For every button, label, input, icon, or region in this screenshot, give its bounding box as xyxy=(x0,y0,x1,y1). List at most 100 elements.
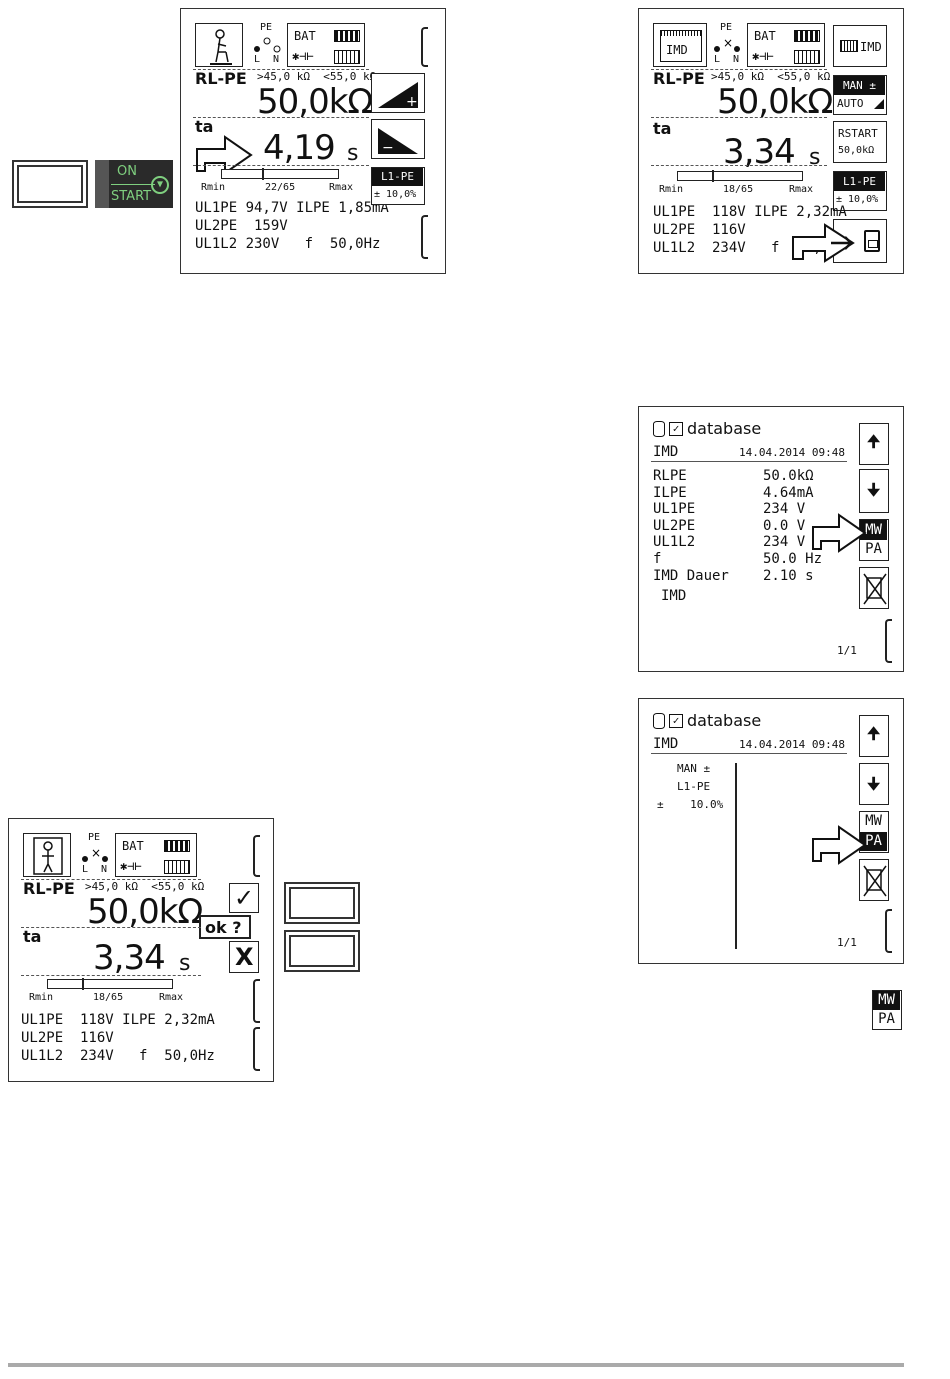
database-icon xyxy=(653,421,665,437)
ramp-icon xyxy=(874,99,884,109)
list-item-key: IMD Dauer xyxy=(653,567,729,584)
decrease-ramp-button[interactable]: − xyxy=(371,119,425,159)
scroll-up-button[interactable]: 🠉 xyxy=(859,423,889,465)
measurement-screen-2: IMD PE × L N BAT ✱⊣⊢ IMD RL-PE >45,0 kΩ … xyxy=(638,8,904,274)
database-title: database xyxy=(687,711,762,730)
l1pe-tolerance-button[interactable]: L1-PE ± 10,0% xyxy=(833,171,887,211)
battery-box: BAT ✱⊣⊢ xyxy=(115,833,197,877)
delete-button[interactable] xyxy=(859,567,889,609)
key-button-upper[interactable] xyxy=(284,882,360,924)
arrow-down-icon: 🠋 xyxy=(867,774,881,793)
key-button-lower[interactable] xyxy=(284,930,360,972)
info-line-1: UL1PE 94,7V ILPE 1,85mA xyxy=(195,200,389,216)
person-icon xyxy=(210,29,232,65)
imd-label: IMD xyxy=(666,43,688,57)
page-indicator: 1/1 xyxy=(837,644,857,657)
cancel-x-button[interactable]: X xyxy=(229,941,259,973)
arrow-down-icon: 🠋 xyxy=(867,480,881,499)
pointer-arrow-icon xyxy=(196,135,253,175)
info-line-3: UL1L2 234V f 50,0Hz xyxy=(21,1048,215,1064)
list-item-key: UL1L2 xyxy=(653,534,696,551)
t-value: 3,34 xyxy=(93,938,166,978)
key-button-left[interactable] xyxy=(12,160,88,208)
memory-icon xyxy=(794,50,820,64)
list-item-value: 234 V xyxy=(763,534,806,551)
info-line-1: UL1PE 118V ILPE 2,32mA xyxy=(653,204,847,220)
floppy-disk-icon xyxy=(864,230,880,252)
man-auto-toggle[interactable]: MAN ± AUTO xyxy=(833,75,887,115)
person-icon-box xyxy=(23,833,71,877)
info-line-2: UL2PE 116V xyxy=(653,222,746,238)
list-item: UL1L2 234 V xyxy=(653,535,843,551)
checkbox-checked-icon: ✓ xyxy=(669,714,683,728)
list-item-key: f xyxy=(653,551,662,567)
database-icon xyxy=(653,713,665,729)
t-value: 3,34 xyxy=(723,132,796,172)
list-item-value: 50.0kΩ xyxy=(763,468,814,484)
memory-icon xyxy=(164,860,190,874)
measurement-screen-1: PE L N BAT ✱⊣⊢ RL-PE >45,0 kΩ <55,0 kΩ 5… xyxy=(180,8,446,274)
battery-icon xyxy=(794,30,820,42)
t-unit: s xyxy=(347,141,359,166)
mw-pa-toggle[interactable]: MW PA xyxy=(859,811,889,853)
list-item-value: 50.0 Hz xyxy=(763,551,823,567)
close-icon: X xyxy=(235,943,254,971)
ramp-down-minus-icon: − xyxy=(378,128,418,156)
footer-label: IMD xyxy=(661,588,687,604)
delete-button[interactable] xyxy=(859,859,889,901)
rstart-button[interactable]: RSTART 50,0kΩ xyxy=(833,121,887,163)
datetime: 14.04.2014 09:48 xyxy=(739,446,845,459)
t-unit: s xyxy=(809,145,821,170)
progress-bar xyxy=(221,168,339,180)
scroll-down-button[interactable]: 🠋 xyxy=(859,763,889,805)
progress-bar xyxy=(47,978,173,990)
arrow-up-icon: 🠉 xyxy=(867,432,881,451)
measurement-screen-confirm: PE × L N BAT ✱⊣⊢ RL-PE >45,0 kΩ <55,0 kΩ… xyxy=(8,818,274,1082)
info-line-3: UL1L2 230V f 50,0Hz xyxy=(195,236,381,252)
info-line-2: UL2PE 159V xyxy=(195,218,288,234)
list-item-key: RLPE xyxy=(653,468,687,484)
pointer-arrow-icon xyxy=(812,825,867,865)
battery-box: BAT ✱⊣⊢ xyxy=(747,23,825,67)
l1pe-tolerance-button[interactable]: L1-PE ± 10,0% xyxy=(371,167,425,205)
progress-bar xyxy=(677,170,803,182)
param-3: ± 10.0% xyxy=(657,798,724,811)
arrow-up-icon: 🠉 xyxy=(867,724,881,743)
t-label: ta xyxy=(23,927,42,946)
info-line-1: UL1PE 118V ILPE 2,32mA xyxy=(21,1012,215,1028)
progress-count: 18/65 xyxy=(93,992,124,1003)
datetime: 14.04.2014 09:48 xyxy=(739,738,845,751)
scroll-down-button[interactable]: 🠋 xyxy=(859,469,889,513)
bluetooth-icon: ✱⊣⊢ xyxy=(292,49,314,63)
battery-box: BAT ✱⊣⊢ xyxy=(287,23,365,67)
r-label: RL-PE xyxy=(195,69,247,88)
t-label: ta xyxy=(195,117,214,136)
battery-icon xyxy=(334,30,360,42)
scroll-up-button[interactable]: 🠉 xyxy=(859,715,889,757)
mw-pa-toggle[interactable]: MW PA xyxy=(859,519,889,561)
increase-ramp-button[interactable]: + xyxy=(371,73,425,113)
svg-text:×: × xyxy=(723,36,733,50)
svg-text:−: − xyxy=(382,140,394,156)
confirm-check-button[interactable]: ✓ xyxy=(229,883,259,913)
progress-count: 18/65 xyxy=(723,184,754,195)
t-value: 4,19 xyxy=(263,128,336,168)
param-1: MAN ± xyxy=(677,762,711,775)
list-item-key: ILPE xyxy=(653,484,687,501)
pe-connection-diagram: PE × L N xyxy=(82,832,108,875)
limits: >45,0 kΩ <55,0 kΩ xyxy=(711,70,831,83)
list-item-value: 0.0 V xyxy=(763,517,806,534)
pointer-arrow-icon xyxy=(812,513,867,553)
database-screen-parameters: ✓ database IMD 14.04.2014 09:48 MAN ± L1… xyxy=(638,698,904,964)
list-item-value: 234 V xyxy=(763,501,806,518)
page-indicator: 1/1 xyxy=(837,936,857,949)
r-value: 50,0kΩ xyxy=(87,892,203,932)
object-name: IMD xyxy=(653,736,679,752)
object-name: IMD xyxy=(653,444,679,460)
imd-select-button[interactable]: IMD xyxy=(833,25,887,67)
bluetooth-icon: ✱⊣⊢ xyxy=(752,49,774,63)
on-start-key[interactable]: ON START ▼ xyxy=(95,160,173,208)
